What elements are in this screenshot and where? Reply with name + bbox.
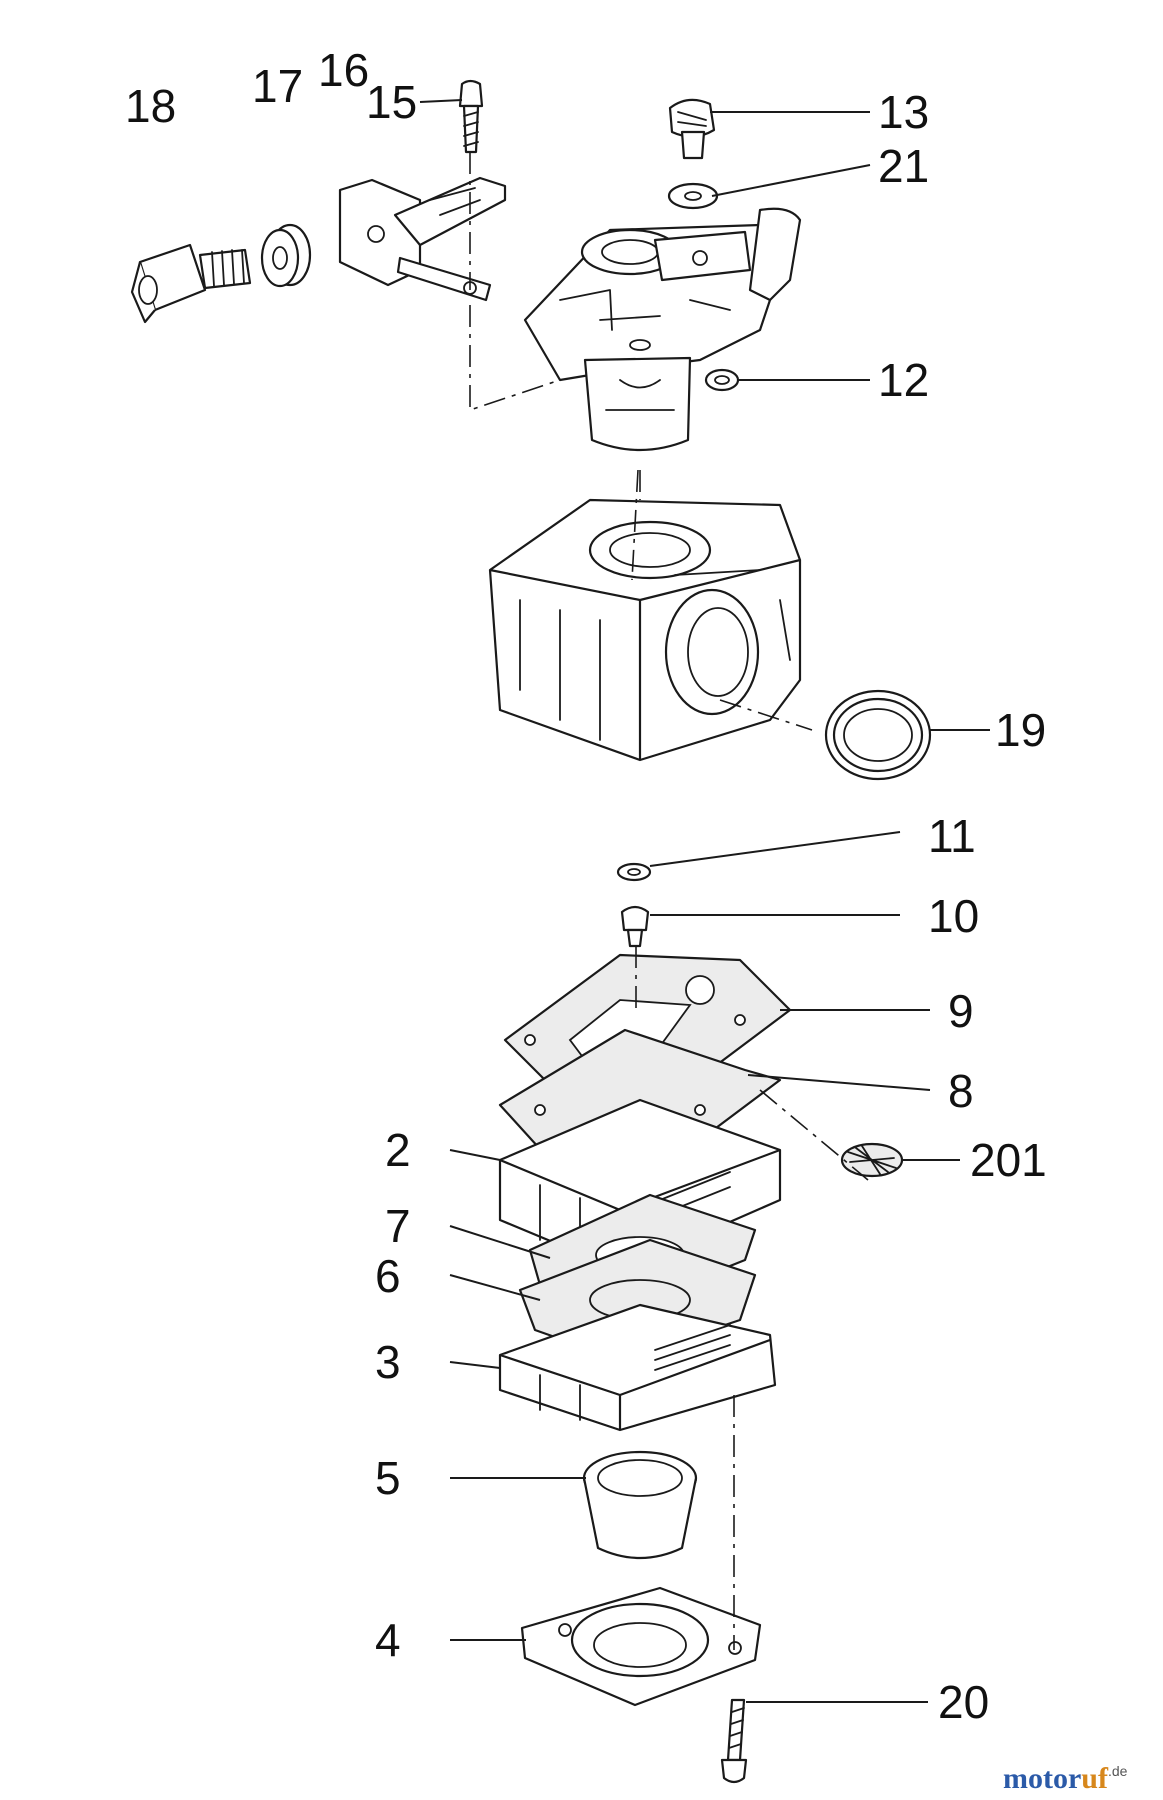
part-20-screw — [720, 1698, 748, 1784]
part-4-cover — [520, 1586, 762, 1707]
part-11-washer — [616, 862, 652, 882]
part-15-screw — [458, 79, 484, 154]
part-3-metering-body — [498, 1303, 777, 1432]
callout-7: 7 — [385, 1200, 411, 1252]
callout-labels: 18 17 16 15 13 21 12 19 11 10 9 8 2 201 … — [125, 44, 1047, 1728]
callout-6: 6 — [375, 1250, 401, 1302]
callout-12: 12 — [878, 354, 929, 406]
callout-19: 19 — [995, 704, 1046, 756]
callout-5: 5 — [375, 1452, 401, 1504]
callout-17: 17 — [252, 60, 303, 112]
assembly-guide-lines — [469, 152, 869, 1650]
callout-201: 201 — [970, 1134, 1047, 1186]
callout-2: 2 — [385, 1124, 411, 1176]
callout-21: 21 — [878, 140, 929, 192]
part-21-washer — [667, 182, 719, 210]
throttle-body-upper — [523, 207, 802, 452]
part-5-cup — [582, 1450, 698, 1560]
callout-9: 9 — [948, 985, 974, 1037]
leader-lines — [419, 99, 990, 1703]
part-16-lever-bracket — [338, 176, 507, 302]
callout-11: 11 — [928, 810, 976, 862]
watermark-suffix: .de — [1108, 1763, 1128, 1779]
callout-10: 10 — [928, 890, 979, 942]
part-17-nut — [260, 223, 312, 288]
callout-4: 4 — [375, 1614, 401, 1666]
callout-3: 3 — [375, 1336, 401, 1388]
callout-8: 8 — [948, 1065, 974, 1117]
watermark-part-a: motor — [1003, 1762, 1081, 1795]
callout-13: 13 — [878, 86, 929, 138]
callout-18: 18 — [125, 80, 176, 132]
part-201-filter-screen — [840, 1142, 904, 1178]
part-12-o-ring — [704, 368, 740, 392]
callout-15: 15 — [366, 76, 417, 128]
part-10-plug — [620, 905, 650, 948]
part-19-seal-ring — [824, 689, 932, 781]
watermark: motoruf.de — [1003, 1762, 1128, 1795]
svg-text:motoruf.de: motoruf.de — [1003, 1762, 1128, 1795]
part-13-screw — [668, 98, 716, 160]
callout-20: 20 — [938, 1676, 989, 1728]
part-18-fitting — [130, 243, 252, 324]
callout-16: 16 — [318, 44, 369, 96]
watermark-part-b: uf — [1081, 1762, 1109, 1795]
carburetor-body — [488, 498, 802, 762]
